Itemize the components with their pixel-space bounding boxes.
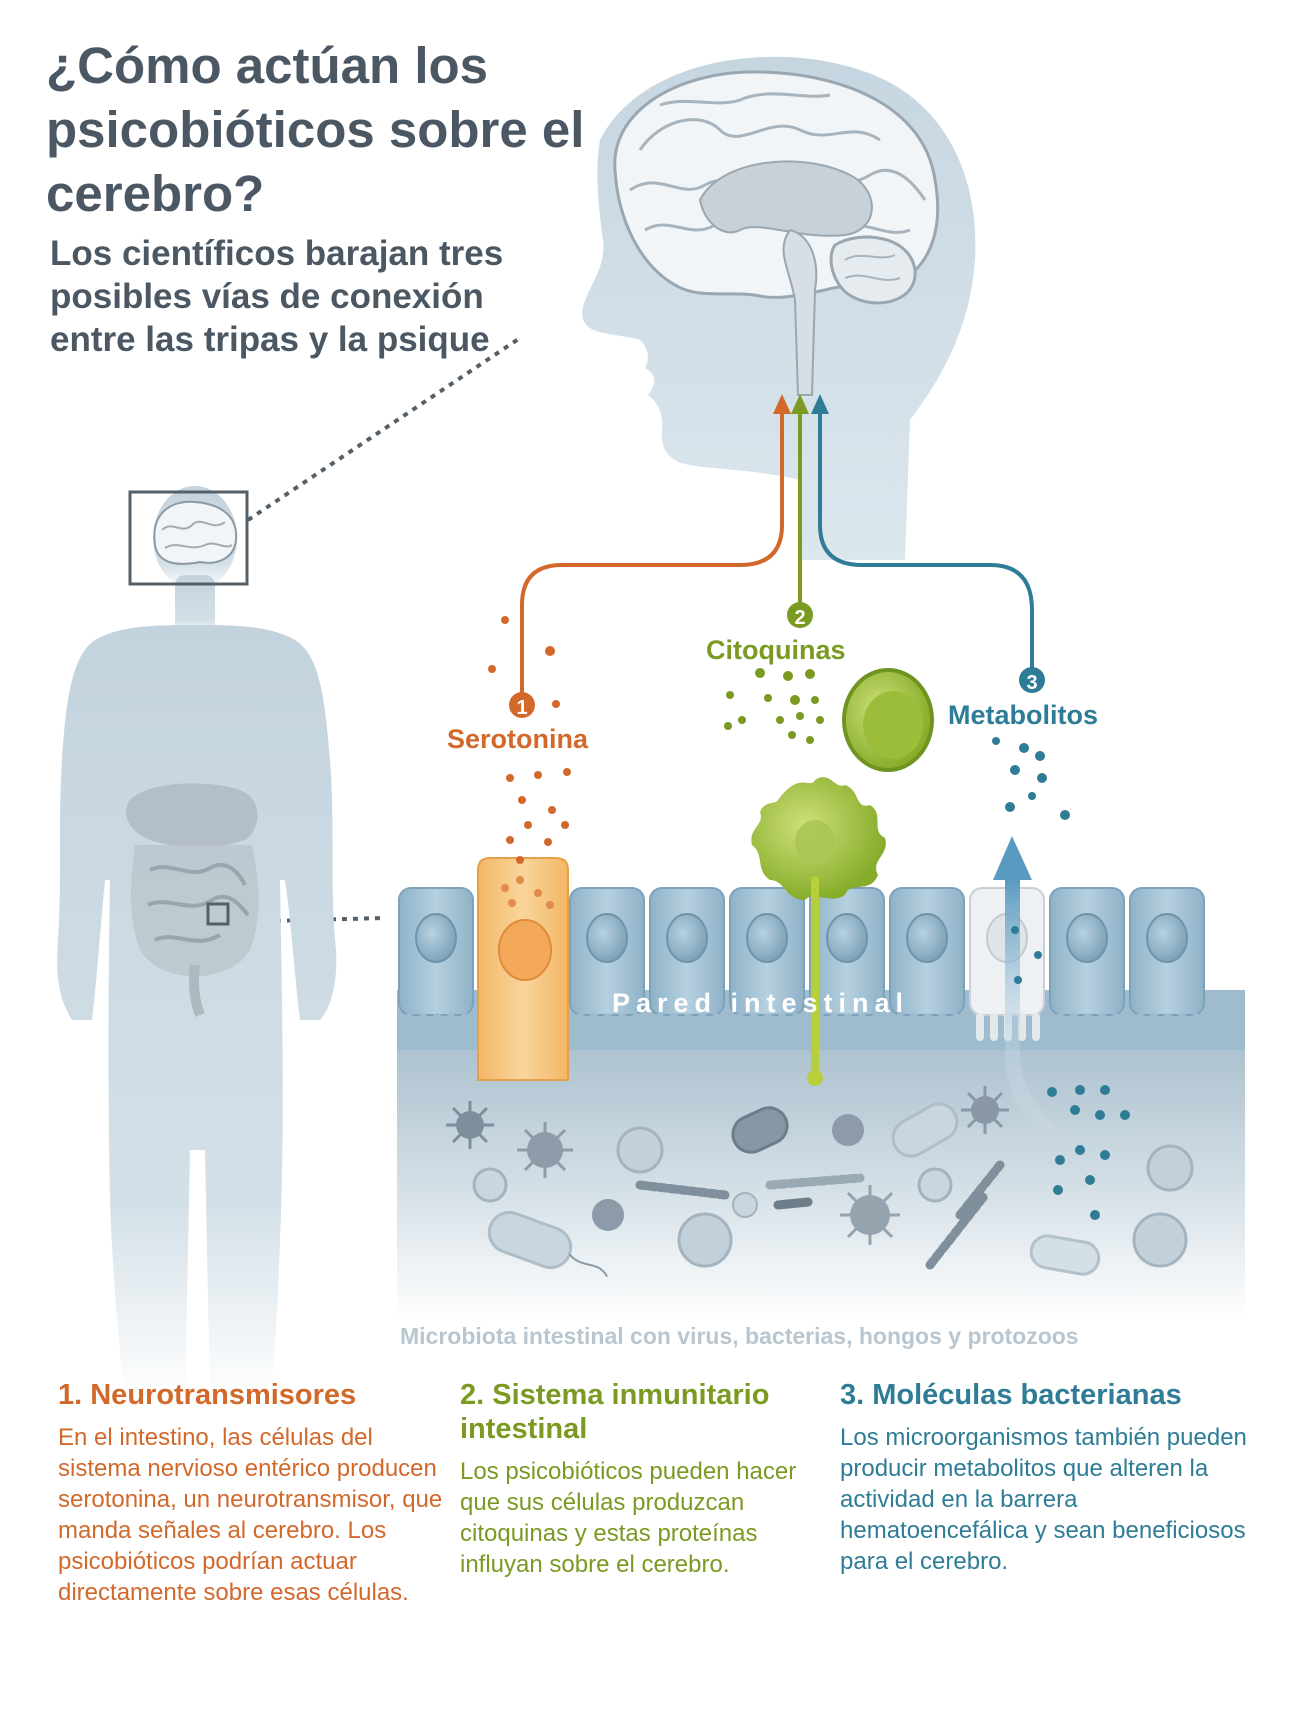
- arrow-up-icon: [993, 836, 1032, 880]
- pathway-badge-1: 1: [509, 692, 535, 719]
- immune-cell-large: [842, 668, 934, 772]
- cytokine-dots: [724, 668, 824, 744]
- metabolite-dots: [992, 737, 1130, 1220]
- arrow-up-icon: [773, 394, 791, 414]
- section-moleculas-bacterianas: 3. Moléculas bacterianas Los microorgani…: [840, 1378, 1260, 1577]
- epithelial-cell: [649, 887, 725, 1041]
- label-citoquinas: Citoquinas: [706, 635, 846, 665]
- brain-zoom-box: [128, 490, 249, 586]
- microbiota-caption: Microbiota intestinal con virus, bacteri…: [400, 1323, 1079, 1349]
- intestinal-wall-label: Pared intestinal: [612, 988, 910, 1018]
- pathway-arrows: [520, 410, 1034, 705]
- page-title: ¿Cómo actúan los psicobióticos sobre el …: [46, 37, 585, 222]
- protozoa: [472, 1167, 508, 1203]
- metabolite-arrow: [1005, 880, 1060, 1140]
- serotonin-cell: [477, 857, 569, 1081]
- section-sistema-inmunitario: 2. Sistema inmunitario intestinal Los ps…: [460, 1378, 830, 1580]
- protozoa: [592, 1199, 624, 1231]
- section-heading: 1. Neurotransmisores: [58, 1379, 357, 1411]
- epithelial-cell: [729, 887, 805, 1041]
- bacteria-chain: [925, 1190, 990, 1270]
- epithelial-cell: [569, 887, 645, 1041]
- intestine-icon: [126, 783, 259, 1017]
- section-neurotransmisores: 1. Neurotransmisores En el intestino, la…: [58, 1378, 448, 1608]
- microbes: [446, 1086, 1194, 1278]
- protozoa: [677, 1212, 733, 1268]
- protozoa: [1132, 1212, 1188, 1268]
- intestine-zoom-box: [206, 902, 230, 926]
- epithelial-cell: [398, 887, 474, 1041]
- serotonin-dots: [488, 616, 571, 864]
- bacteria-icon: [1029, 1234, 1101, 1276]
- protozoa: [917, 1167, 953, 1203]
- virus-icon: [446, 1101, 494, 1149]
- virus-icon: [517, 1122, 573, 1178]
- brain-icon: [153, 500, 238, 565]
- bacteria-chain: [955, 1160, 1005, 1220]
- epithelial-cell: [889, 887, 965, 1041]
- protozoa: [616, 1126, 664, 1174]
- svg-text:3: 3: [1026, 672, 1037, 694]
- svg-text:2: 2: [794, 607, 805, 629]
- bacteria-icon: [731, 1106, 789, 1154]
- bacteria-chain: [635, 1180, 730, 1200]
- label-serotonina: Serotonina: [447, 724, 589, 754]
- bacteria-icon: [891, 1102, 959, 1158]
- bacteria-chain: [765, 1173, 865, 1190]
- section-text: En el intestino, las células del sistema…: [58, 1424, 443, 1606]
- protozoa: [832, 1114, 864, 1146]
- page-subtitle: Los científicos barajan tres posibles ví…: [50, 234, 504, 359]
- label-metabolitos: Metabolitos: [948, 700, 1099, 730]
- protozoa: [732, 1192, 758, 1218]
- virus-icon: [840, 1185, 900, 1245]
- bacteria-chain: [773, 1197, 813, 1210]
- arrow-up-icon: [811, 394, 829, 414]
- section-text: Los microorganismos también pueden produ…: [840, 1424, 1247, 1575]
- arrow-up-icon: [791, 394, 809, 414]
- epithelial-cell: [809, 887, 885, 1041]
- bacteria-icon: [487, 1210, 609, 1278]
- epithelial-cell: [1049, 887, 1125, 1041]
- protozoa: [1146, 1144, 1194, 1192]
- connector-brain: [246, 336, 522, 522]
- pathway-badge-2: 2: [787, 602, 813, 629]
- brain-icon: [613, 70, 940, 396]
- pathway-badge-3: 3: [1019, 667, 1045, 694]
- epithelial-cell: [1129, 887, 1205, 1041]
- svg-text:1: 1: [516, 697, 527, 719]
- immune-cell: [751, 777, 886, 1086]
- section-heading: 3. Moléculas bacterianas: [840, 1379, 1182, 1411]
- virus-icon: [961, 1086, 1009, 1134]
- section-heading: 2. Sistema inmunitario intestinal: [460, 1379, 770, 1445]
- section-text: Los psicobióticos pueden hacer que sus c…: [460, 1458, 797, 1578]
